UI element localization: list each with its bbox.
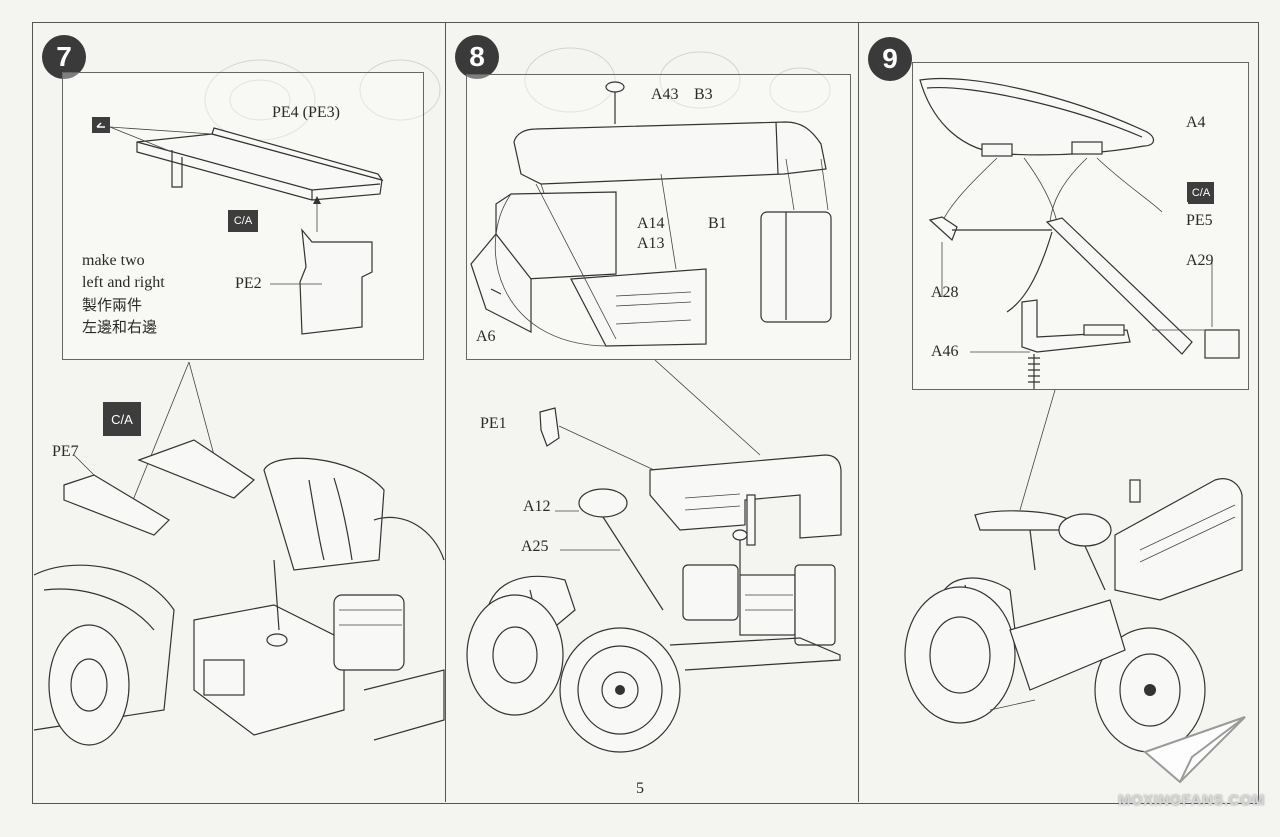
note-left-right: left and right [82,274,165,291]
label-a4: A4 [1186,114,1206,131]
step-7-detail-drawing [92,117,384,335]
label-b1: B1 [708,215,727,232]
step-7-badge: 7 [42,35,86,79]
ca-badge-step9: C/A [1188,182,1214,204]
label-pe5: PE5 [1186,212,1213,229]
label-pe1: PE1 [480,415,507,432]
ca-badge-step7-main: C/A [103,402,141,436]
label-pe2: PE2 [235,275,262,292]
background-wheel-graphic-2 [524,47,831,113]
label-pe4: PE4 (PE3) [272,104,340,121]
label-a28: A28 [931,284,959,301]
label-a25: A25 [521,538,549,555]
page-number: 5 [636,780,644,797]
ca-badge-step7-detail: C/A [228,210,258,232]
background-wheel-graphic [204,59,441,141]
label-a29: A29 [1186,252,1214,269]
step-7-tractor-drawing [33,361,445,746]
step-9-badge: 9 [868,37,912,81]
step-9-tractor-drawing [904,389,1243,753]
watermark-text: MOXINGFANS.COM [1118,792,1266,809]
label-a12: A12 [523,498,551,515]
note-zh-left-right: 左邊和右邊 [82,318,158,336]
label-pe7: PE7 [52,443,79,460]
panel-divider-2 [858,22,859,802]
label-b3: B3 [694,86,713,103]
step-8-tractor-drawing [466,359,842,753]
label-a43: A43 [651,86,679,103]
note-zh-make-two: 製作兩件 [82,296,143,314]
label-a6: A6 [476,328,496,345]
step-7-note: make two left and right 製作兩件 左邊和右邊 [82,250,165,338]
label-a14: A14 [637,215,665,232]
step-8-badge: 8 [455,35,499,79]
note-make-two: make two [82,252,145,269]
panel-divider-1 [445,22,446,802]
step-8-detail-drawing [470,81,832,347]
paper-plane-logo-icon [1143,716,1246,784]
label-a46: A46 [931,343,959,360]
instruction-page-frame [32,22,1259,804]
label-a13: A13 [637,235,665,252]
